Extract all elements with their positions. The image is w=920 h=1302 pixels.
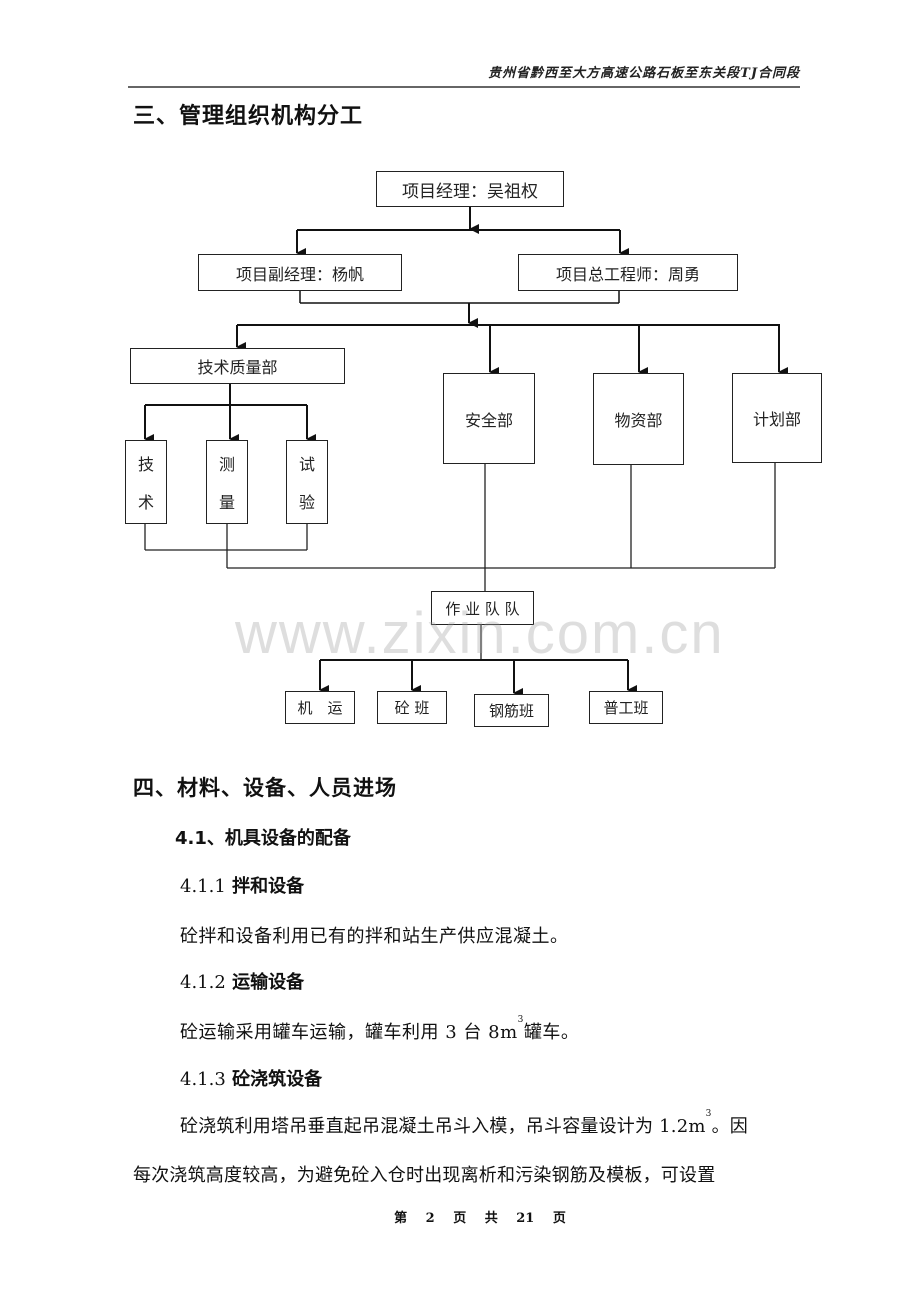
section412-heading: 4.1.2 运输设备 [180, 968, 304, 994]
section411-heading: 4.1.1 拌和设备 [180, 872, 304, 898]
org-box-test-char-1: 试 [298, 455, 315, 474]
superscript: 3 [705, 1109, 712, 1119]
section413-number: 4.1.3 [180, 1069, 226, 1090]
org-box-survey-char-2: 量 [218, 493, 235, 512]
page-number-footer: 第 2 页 共 21 页 [394, 1211, 566, 1226]
org-box-planning-dept: 计划部 [732, 373, 822, 463]
org-box-rebar-team: 钢筋班 [474, 694, 549, 727]
header-rule [128, 86, 800, 88]
org-box-test: 试 验 [286, 440, 328, 524]
org-chart-connectors [144, 206, 788, 698]
org-box-work-team: 作 业 队 队 [431, 591, 534, 625]
section411-text: 砼拌和设备利用已有的拌和站生产供应混凝土。 [180, 926, 569, 947]
section411-number: 4.1.1 [180, 876, 226, 897]
section41-title: 4.1、机具设备的配备 [175, 828, 351, 849]
header-project-title: 贵州省黔西至大方高速公路石板至东关段TJ合同段 [488, 66, 800, 81]
section413-text-main: 砼浇筑利用塔吊垂直起吊混凝土吊斗入模，吊斗容量设计为 1.2m [180, 1116, 706, 1137]
section3-title: 三、管理组织机构分工 [133, 104, 364, 129]
section413-text-line1: 砼浇筑利用塔吊垂直起吊混凝土吊斗入模，吊斗容量设计为 1.2m3。因 [180, 1109, 748, 1138]
org-box-material-dept: 物资部 [593, 373, 684, 465]
section413-title: 砼浇筑设备 [232, 1069, 323, 1090]
org-box-deputy-manager: 项目副经理：杨帆 [198, 254, 402, 291]
section412-text-main: 砼运输采用罐车运输，罐车利用 3 台 8m [180, 1022, 518, 1043]
org-box-test-char-2: 验 [298, 493, 315, 512]
org-box-survey: 测 量 [206, 440, 248, 524]
org-box-labor-team: 普工班 [589, 691, 663, 724]
section412-text: 砼运输采用罐车运输，罐车利用 3 台 8m3罐车。 [180, 1015, 580, 1044]
org-box-project-manager: 项目经理：吴祖权 [376, 171, 564, 207]
org-box-tech: 技 术 [125, 440, 167, 524]
section4-title: 四、材料、设备、人员进场 [133, 776, 397, 800]
org-box-survey-char-1: 测 [218, 455, 235, 474]
section412-number: 4.1.2 [180, 972, 226, 993]
org-box-tech-char-2: 术 [137, 493, 154, 512]
section412-title: 运输设备 [232, 972, 305, 993]
section413-text-end: 。因 [711, 1116, 748, 1137]
section413-text-line2: 每次浇筑高度较高，为避免砼入仓时出现离析和污染钢筋及模板，可设置 [133, 1165, 716, 1186]
org-box-machine-transport: 机 运 [285, 691, 355, 724]
org-box-concrete-team: 砼 班 [377, 691, 447, 724]
org-box-tech-quality-dept: 技术质量部 [130, 348, 345, 384]
org-box-chief-engineer: 项目总工程师：周勇 [518, 254, 738, 291]
section412-text-end: 罐车。 [523, 1022, 580, 1043]
section411-title: 拌和设备 [232, 876, 305, 897]
org-box-safety-dept: 安全部 [443, 373, 535, 464]
org-box-tech-char-1: 技 [137, 455, 154, 474]
section413-heading: 4.1.3 砼浇筑设备 [180, 1065, 322, 1091]
superscript: 3 [517, 1015, 524, 1025]
